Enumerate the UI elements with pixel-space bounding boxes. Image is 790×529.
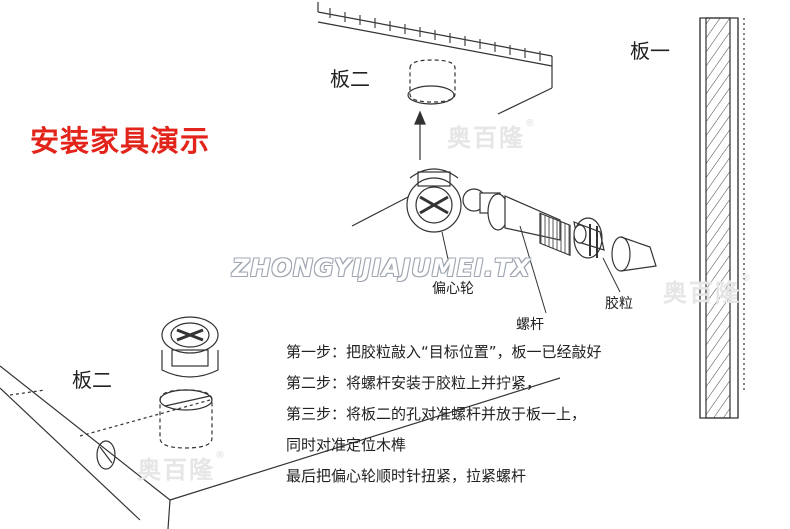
- board-two-top-label: 板二: [330, 67, 370, 91]
- connecting-bolt: [462, 188, 571, 257]
- page-title: 安装家具演示: [30, 124, 211, 158]
- insert-arrow: [351, 110, 426, 227]
- dowel-label: 胶粒: [605, 296, 633, 312]
- board-two-top: [317, 2, 553, 115]
- bolt-label: 螺杆: [516, 317, 544, 333]
- registered-mark: ®: [741, 273, 753, 284]
- part-leaders: [441, 225, 621, 314]
- watermark-brand-3: 奥百隆®: [137, 450, 227, 485]
- wooden-dowel: [611, 236, 657, 272]
- board-one-label: 板一: [630, 39, 670, 63]
- step-2: 第二步：将螺杆安装于胶粒上并拧紧，: [286, 374, 542, 392]
- cam-label: 偏心轮: [432, 281, 474, 297]
- cam-lock-lower: [161, 316, 219, 378]
- registered-mark: ®: [525, 118, 537, 129]
- registered-mark: ®: [215, 450, 227, 461]
- board-two-bottom-label: 板二: [72, 368, 112, 392]
- watermark-brand-text: 奥百隆: [137, 456, 215, 484]
- step-final: 最后把偏心轮顺时针扭紧，拉紧螺杆: [286, 467, 527, 485]
- watermark-brand-1: 奥百隆®: [447, 118, 537, 153]
- cam-lock-upper: [406, 168, 462, 233]
- step-3-continued: 同时对准定位木榫: [286, 436, 407, 454]
- board-one: [699, 17, 745, 419]
- dowel-insert: [573, 217, 605, 259]
- watermark-brand-text: 奥百隆: [663, 279, 741, 307]
- watermark-english: ZHONGYIJIAJUMEI.TX: [232, 254, 532, 282]
- step-1: 第一步：把胶粒敲入“目标位置”，板一已经敲好: [286, 343, 602, 361]
- board-two-bottom: [0, 365, 561, 529]
- step-3: 第三步：将板二的孔对准螺杆并放于板一上，: [286, 405, 587, 423]
- watermark-brand-2: 奥百隆®: [663, 273, 753, 308]
- watermark-brand-text: 奥百隆: [447, 124, 525, 152]
